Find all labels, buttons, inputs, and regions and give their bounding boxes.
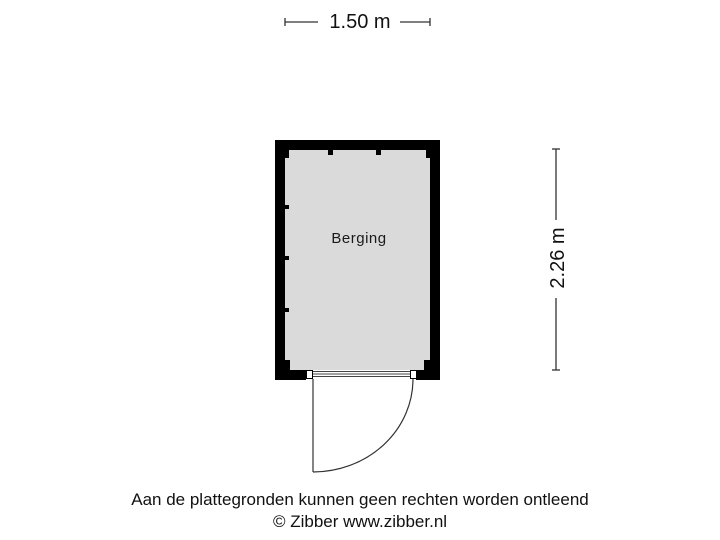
width-dimension-label: 1.50 m	[329, 11, 391, 33]
height-dimension-line	[552, 148, 560, 371]
room-berging-fill	[285, 150, 430, 370]
walls	[275, 140, 440, 380]
copyright-text: © Zibber www.zibber.nl	[272, 512, 448, 531]
disclaimer-text: Aan de plattegronden kunnen geen rechten…	[131, 490, 589, 509]
height-dimension-label: 2.26 m	[547, 227, 569, 289]
door	[306, 370, 417, 473]
width-dimension-line	[284, 18, 431, 26]
room-label-berging: Berging	[331, 230, 387, 247]
